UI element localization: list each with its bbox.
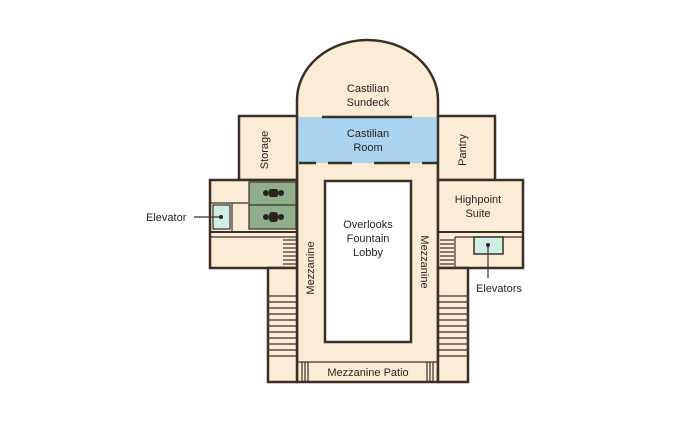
patio-label: Mezzanine Patio — [327, 367, 408, 379]
mezzanine-left-label: Mezzanine — [305, 241, 317, 294]
suite-label-1: Highpoint — [455, 194, 501, 206]
elevator-callout: Elevator — [146, 212, 187, 224]
pantry-label: Pantry — [457, 134, 469, 166]
castilian-room-label-2: Room — [353, 142, 382, 154]
sundeck-label-1: Castilian — [347, 83, 389, 95]
patio-stripes — [301, 362, 434, 382]
storage-room[interactable] — [237, 114, 299, 182]
suite-label-2: Suite — [465, 208, 490, 220]
mezzanine-right-label: Mezzanine — [418, 235, 430, 288]
fountain-lobby-opening — [323, 179, 413, 344]
storage-label: Storage — [259, 131, 271, 170]
stairs-right — [436, 266, 470, 384]
pantry-room[interactable] — [436, 114, 497, 182]
restroom-icon — [263, 189, 284, 222]
stairs-left — [266, 266, 299, 384]
castilian-room[interactable] — [298, 117, 437, 163]
sundeck-label-2: Sundeck — [347, 97, 390, 109]
elevators-callout: Elevators — [476, 283, 522, 295]
castilian-room-label-1: Castilian — [347, 128, 389, 140]
lobby-label-2: Fountain — [347, 233, 390, 245]
lobby-label-3: Lobby — [353, 247, 383, 259]
lobby-label-1: Overlooks — [343, 219, 393, 231]
